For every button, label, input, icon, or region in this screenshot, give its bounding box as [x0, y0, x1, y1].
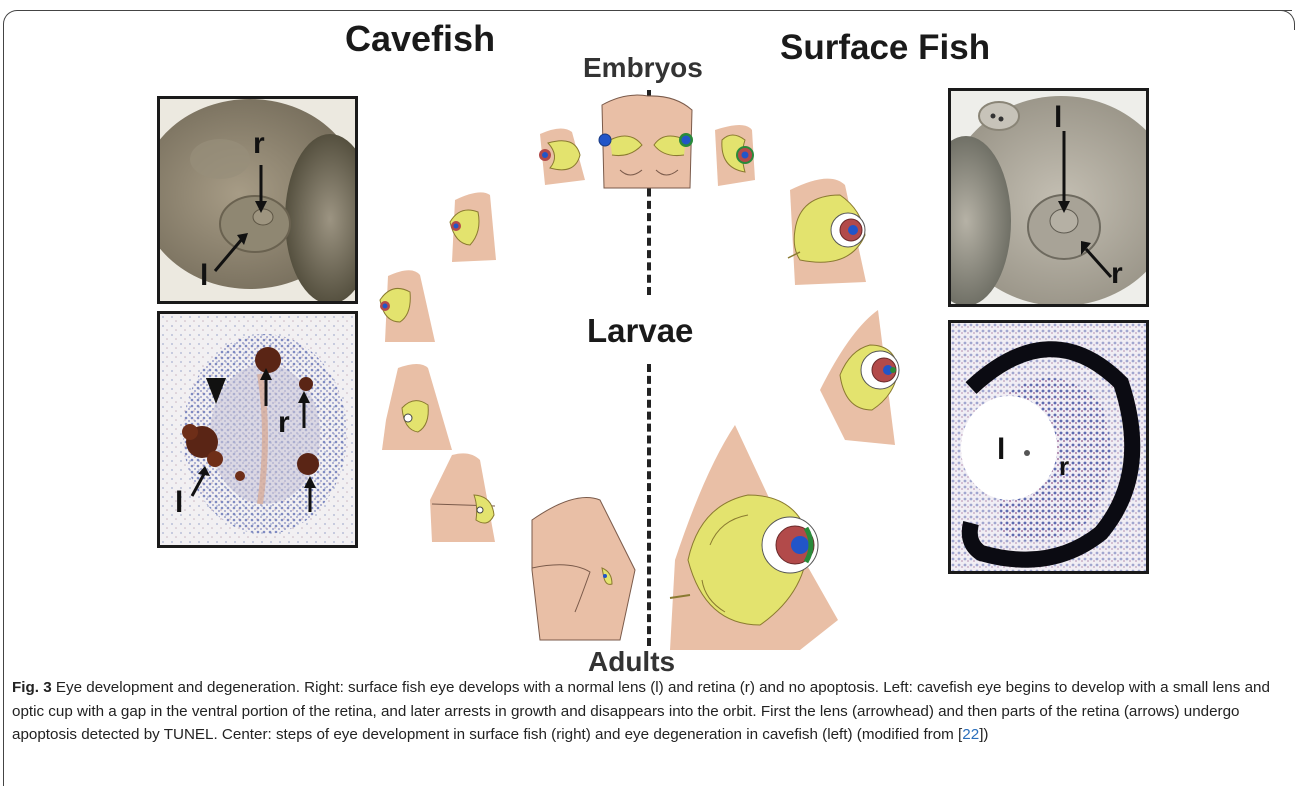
cavefish-adult-eye	[532, 498, 635, 641]
cavefish-larva-eye-1	[450, 192, 496, 262]
surface-adult-eye	[670, 425, 838, 650]
embryo-head-frontal	[599, 95, 693, 188]
figure-caption: Fig. 3 Eye development and degeneration.…	[12, 676, 1282, 747]
cavefish-larva-eye-4	[430, 453, 495, 542]
surface-larva-eye-2	[820, 310, 899, 445]
eye-development-schematic	[0, 0, 1295, 676]
surface-larva-eye-1	[788, 179, 866, 285]
cavefish-embryo-eye	[539, 128, 585, 185]
cavefish-larva-eye-3	[382, 364, 452, 450]
caption-text: Eye development and degeneration. Right:…	[12, 679, 1270, 743]
surface-embryo-eye	[715, 125, 755, 186]
cavefish-larva-eye-2	[380, 270, 435, 342]
caption-reference-link[interactable]: 22	[962, 726, 979, 743]
caption-text-end: ])	[979, 726, 988, 743]
caption-label: Fig. 3	[12, 679, 52, 696]
